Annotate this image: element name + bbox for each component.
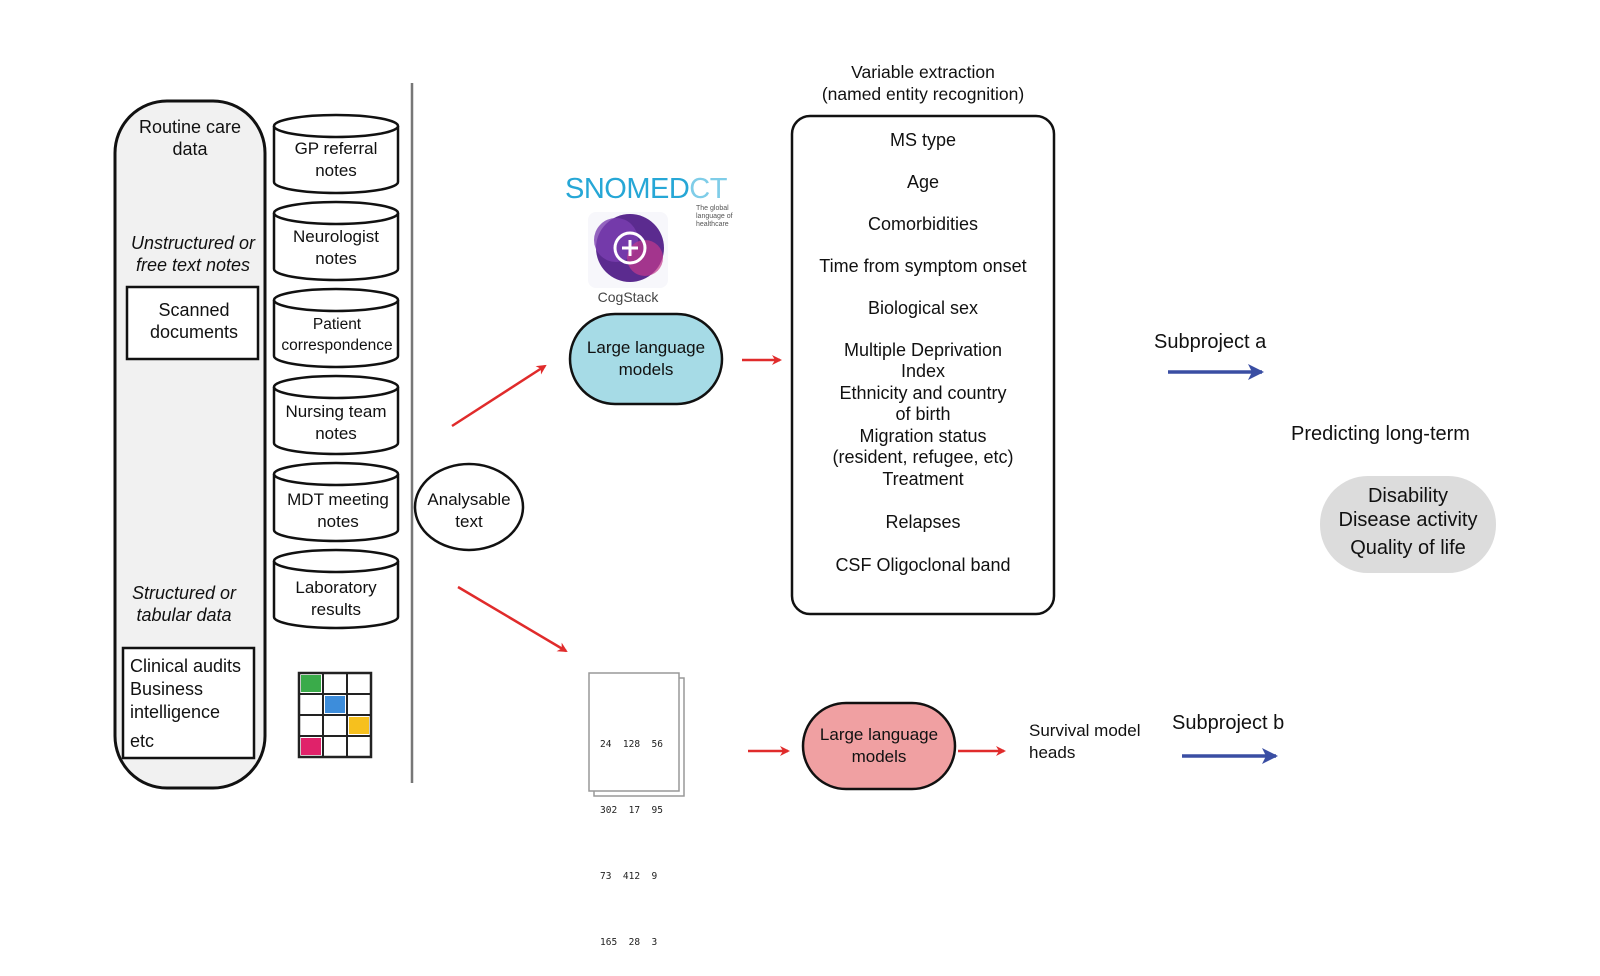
outcomes-oval <box>1320 476 1496 573</box>
variable-relapses: Relapses <box>885 512 961 532</box>
analysable-text-label: Analysable text <box>427 490 511 531</box>
variable-deprivation-index: Multiple Deprivation Index <box>843 340 1003 381</box>
routine-care-title: Routine care data <box>138 117 242 159</box>
clinical-audits-text: Clinical audits Business intelligence et… <box>130 655 252 753</box>
variable-treatment: Treatment <box>882 469 964 489</box>
tabular-row-1: 24 128 56 <box>600 739 663 750</box>
predicting-label: Predicting long-term <box>1291 423 1470 445</box>
variable-csf-band: CSF Oligoclonal band <box>835 555 1011 575</box>
llm-top-label: Large language models <box>586 338 706 379</box>
clinical-line-1: Clinical audits <box>130 656 242 676</box>
survival-model-heads: Survival model heads <box>1029 721 1141 762</box>
scanned-documents-label: Scanned documents <box>149 300 239 342</box>
tabular-row-4: 165 28 3 <box>600 937 658 948</box>
routine-care-panel <box>113 99 267 790</box>
llm-bottom-oval <box>801 701 957 791</box>
outcome-quality-of-life: Quality of life <box>1350 537 1466 559</box>
cogstack-label: CogStack <box>597 289 659 305</box>
variable-list: MS type Age Comorbidities Time from symp… <box>791 0 1055 640</box>
structured-label: Structured or tabular data <box>131 583 237 625</box>
cylinder-neurologist <box>272 200 400 282</box>
snomed-wordmark-a: SNOMED <box>565 173 690 205</box>
table-grid-icon <box>297 671 373 759</box>
variable-extraction-box <box>790 114 1056 616</box>
note-gp-referral: GP referral notes <box>294 139 378 180</box>
snomed-tagline-2: language of <box>696 213 733 220</box>
cylinder-laboratory <box>272 548 400 630</box>
snomed-wordmark-b: CT <box>689 173 727 205</box>
variable-biological-sex: Biological sex <box>867 298 979 318</box>
variable-comorbidities: Comorbidities <box>867 214 979 234</box>
scanned-documents-box <box>125 285 260 361</box>
outcomes-list: Disability Disease activity Quality of l… <box>1320 0 1496 600</box>
tabular-row-2: 302 17 95 <box>600 805 663 816</box>
cylinder-nursing-team <box>272 374 400 456</box>
snomed-tagline-3: healthcare <box>696 221 729 228</box>
tabular-numbers: 24 128 56 302 17 95 73 412 9 165 28 3 <box>600 690 672 976</box>
unstructured-label: Unstructured or free text notes <box>130 233 256 275</box>
cogstack-logo <box>588 212 668 288</box>
cylinder-mdt-meeting <box>272 461 400 543</box>
clinical-audits-box <box>121 646 256 760</box>
cylinder-gp-referral <box>272 113 400 195</box>
note-neurologist: Neurologist notes <box>293 227 379 268</box>
arrow-to-llm-top <box>451 364 547 428</box>
clinical-line-3: etc <box>130 731 155 751</box>
subproject-b-label: Subproject b <box>1172 712 1285 734</box>
clinical-line-2: Business intelligence <box>130 679 221 722</box>
analysable-text-circle <box>413 462 525 552</box>
tabular-row-3: 73 412 9 <box>600 871 658 882</box>
note-laboratory: Laboratory results <box>295 578 377 619</box>
cylinder-patient-correspondence <box>272 287 400 369</box>
variable-time-from-onset: Time from symptom onset <box>819 256 1027 276</box>
variable-age: Age <box>906 172 940 192</box>
snomed-ct-logo: SNOMEDCT <box>565 173 727 205</box>
note-patient-correspondence: Patient correspondence <box>281 316 393 354</box>
variable-extraction-title-1: Variable extraction <box>851 62 995 82</box>
variable-ethnicity: Ethnicity and country of birth <box>839 383 1007 424</box>
variable-extraction-title-2: (named entity recognition) <box>821 84 1025 104</box>
tabular-document-icon <box>588 672 685 797</box>
subproject-a-label: Subproject a <box>1154 331 1267 353</box>
note-nursing-team: Nursing team notes <box>285 402 387 443</box>
outcome-disease-activity: Disease activity <box>1338 509 1478 531</box>
note-mdt-meeting: MDT meeting notes <box>287 490 389 531</box>
llm-top-oval <box>568 312 724 406</box>
variable-ms-type: MS type <box>889 130 957 150</box>
snomed-tagline-1: The global <box>696 205 729 212</box>
variable-migration-status: Migration status (resident, refugee, etc… <box>832 426 1014 467</box>
arrow-to-tables <box>457 585 568 653</box>
outcome-disability: Disability <box>1367 485 1449 507</box>
llm-bottom-label: Large language models <box>819 725 939 766</box>
diagram-canvas <box>113 83 1496 797</box>
snomed-tagline: The global language of healthcare <box>696 205 733 229</box>
variable-extraction-title: Variable extraction (named entity recogn… <box>790 61 1056 105</box>
